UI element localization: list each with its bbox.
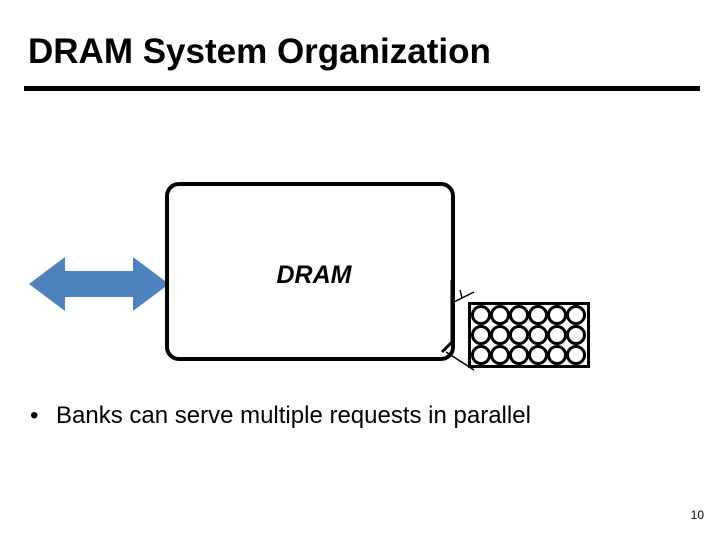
dram-box-label: DRAM: [276, 261, 352, 289]
callout-connector: [440, 280, 600, 380]
callout-connector-icon: [440, 280, 475, 371]
dram-box: DRAM: [165, 182, 455, 361]
title-divider: [24, 86, 700, 91]
bullet-text: Banks can serve multiple requests in par…: [56, 402, 531, 429]
banks-grid: [468, 302, 590, 368]
page-number: 10: [690, 508, 704, 522]
bullet-list-item: • Banks can serve multiple requests in p…: [30, 400, 670, 432]
bullet-marker-icon: •: [30, 402, 39, 429]
page-title: DRAM System Organization: [28, 32, 491, 71]
double-headed-arrow-icon: [29, 257, 169, 311]
banks-grid-icon: [468, 302, 590, 368]
bus-arrow: [29, 256, 169, 312]
